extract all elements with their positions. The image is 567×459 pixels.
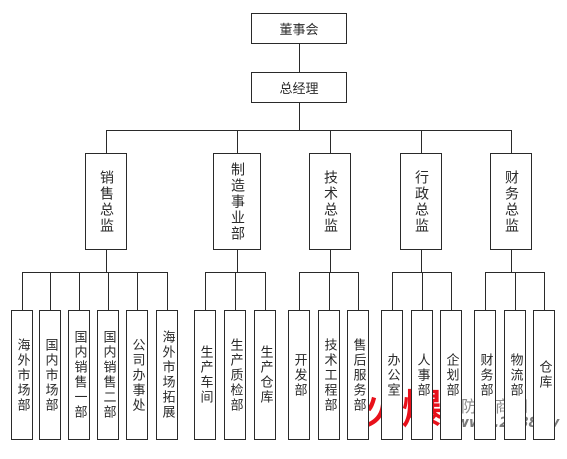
node-unit: 海外市场部 [11,310,33,440]
node-unit: 国内销售二部 [97,310,119,440]
node-unit: 公司办事处 [126,310,148,440]
node-department: 财务总监 [490,153,532,250]
node-unit: 办公室 [381,310,403,440]
node-department: 行政总监 [400,153,442,250]
node-general-manager: 总经理 [251,72,347,103]
node-unit: 售后服务部 [347,310,369,440]
node-unit: 海外市场拓展 [156,310,178,440]
node-unit: 开发部 [288,310,310,440]
node-unit: 财务部 [474,310,496,440]
node-board: 董事会 [251,13,347,44]
node-unit: 技术工程部 [318,310,340,440]
node-unit: 仓库 [533,310,555,440]
node-unit: 企划部 [440,310,462,440]
node-unit: 生产质检部 [224,310,246,440]
node-unit: 国内销售一部 [68,310,90,440]
node-department: 技术总监 [309,153,351,250]
node-unit: 人事部 [411,310,433,440]
node-unit: 国内市场部 [39,310,61,440]
node-department: 制造事业部 [213,153,261,250]
node-department: 销售总监 [85,153,127,250]
node-unit: 物流部 [504,310,526,440]
node-unit: 生产仓库 [254,310,276,440]
node-unit: 生产车间 [194,310,216,440]
